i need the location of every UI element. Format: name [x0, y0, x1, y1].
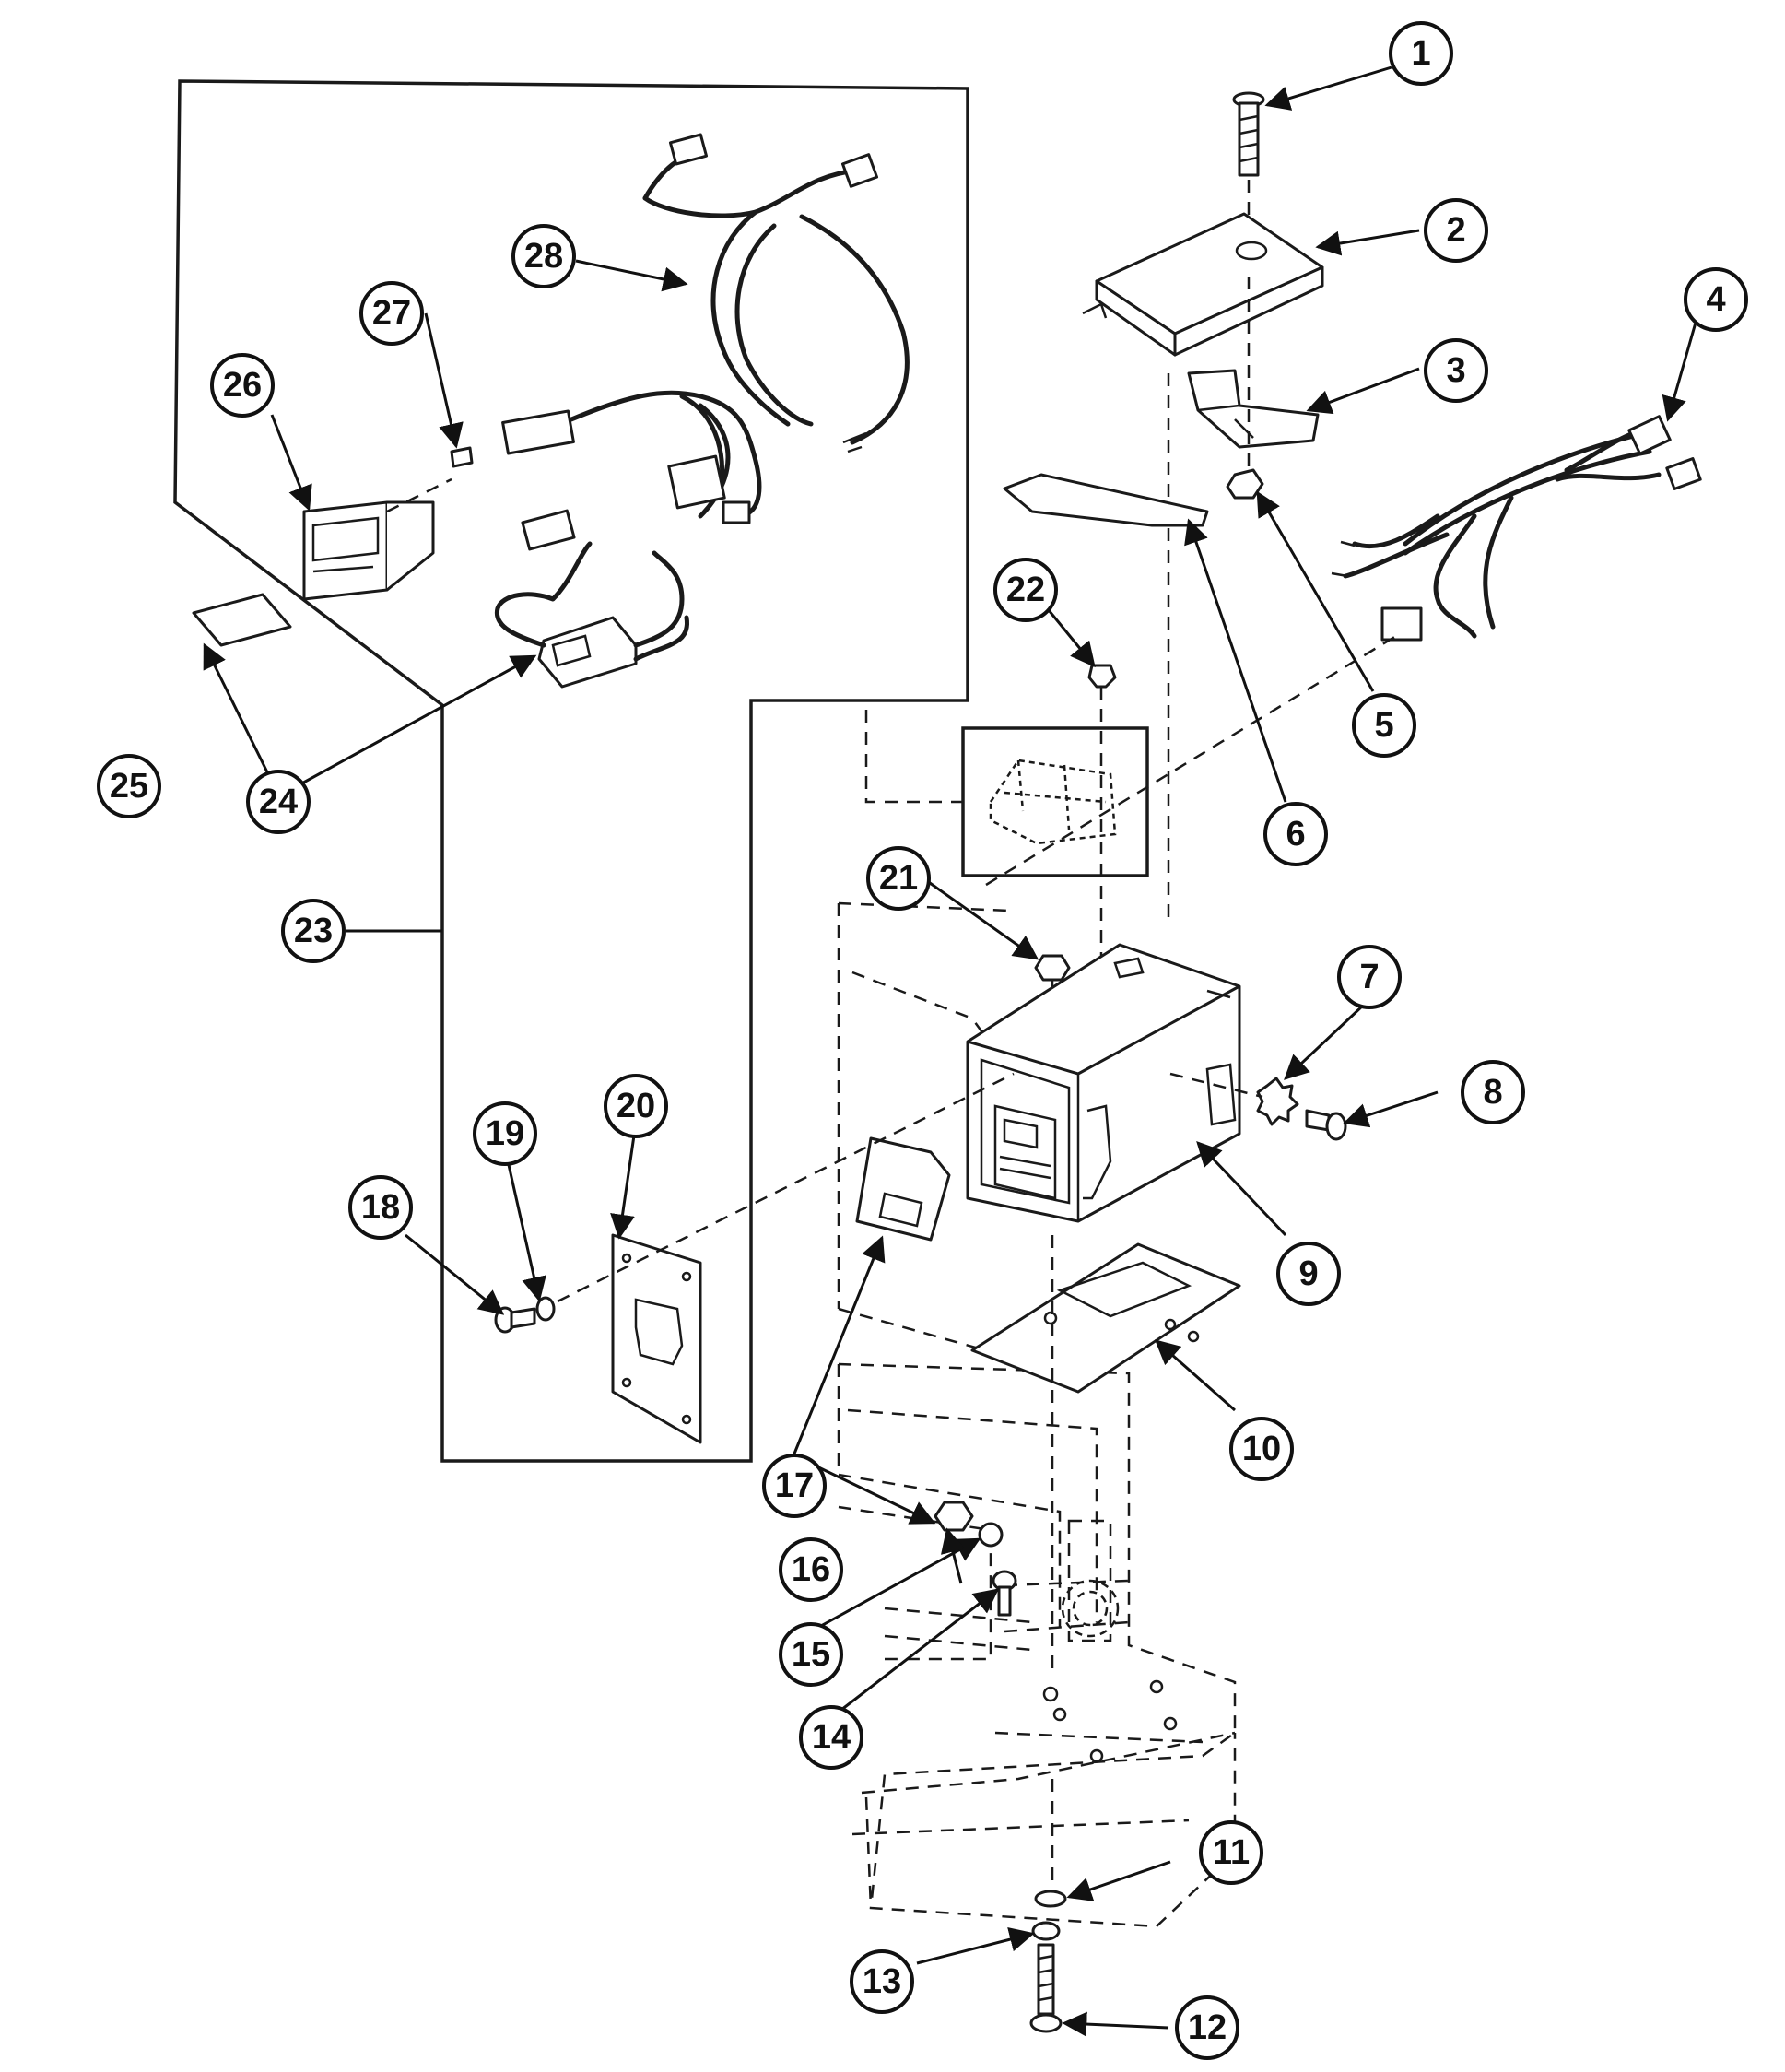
callout-8: 8: [1461, 1060, 1525, 1124]
callout-17: 17: [762, 1454, 827, 1518]
washer-part-19: [535, 1296, 556, 1322]
coin-box-part-9: [966, 943, 1241, 1223]
callout-17-label: 17: [775, 1466, 814, 1505]
callout-16: 16: [779, 1537, 843, 1602]
screw-part-18: [494, 1306, 536, 1334]
callout-18-label: 18: [361, 1188, 400, 1227]
callout-19-label: 19: [486, 1114, 524, 1153]
washer-part-13: [1031, 1921, 1061, 1941]
kit-group-frame: [173, 79, 969, 1463]
assembly-line-18: [557, 1072, 1015, 1303]
dashed-enclosure-outline: [837, 901, 1051, 1371]
callout-14-label: 14: [812, 1718, 851, 1757]
callout-2-label: 2: [1446, 211, 1465, 250]
callout-23-label: 23: [294, 912, 333, 950]
nut-part-16: [934, 1501, 974, 1532]
callout-25-label: 25: [110, 767, 148, 806]
callout-9-label: 9: [1298, 1254, 1318, 1293]
callout-13: 13: [850, 1949, 914, 2014]
callout-6: 6: [1263, 802, 1328, 866]
callout-28-label: 28: [524, 237, 563, 276]
nut-part-5: [1226, 468, 1264, 500]
callout-10-label: 10: [1242, 1430, 1281, 1468]
callout-24: 24: [246, 770, 311, 834]
callout-11: 11: [1199, 1820, 1263, 1885]
callout-18: 18: [348, 1175, 413, 1240]
bracket-part-3: [1187, 369, 1320, 449]
callout-16-label: 16: [792, 1550, 830, 1589]
wire-harness-part-4: [1331, 415, 1702, 642]
callout-25: 25: [97, 754, 161, 818]
callout-23: 23: [281, 899, 346, 963]
label-part-17: [855, 1136, 951, 1242]
callout-27: 27: [359, 281, 424, 346]
callout-4: 4: [1684, 267, 1748, 332]
shield-part-6: [1003, 473, 1209, 527]
callout-24-label: 24: [259, 783, 298, 821]
nut-part-21: [1034, 954, 1071, 982]
assembly-line-7: [1169, 1072, 1263, 1099]
washer-part-15: [978, 1522, 1004, 1548]
callout-3: 3: [1424, 338, 1488, 403]
callout-15: 15: [779, 1622, 843, 1687]
callout-22: 22: [993, 558, 1058, 622]
machine-frame-outline: [837, 1362, 1237, 1928]
screw-part-14: [992, 1570, 1017, 1617]
wire-harness-part-28: [501, 133, 910, 524]
assembly-line-harness: [985, 634, 1397, 887]
callout-20: 20: [604, 1074, 668, 1138]
callout-7: 7: [1337, 945, 1402, 1009]
inset-detail: [864, 710, 1149, 877]
callout-15-label: 15: [792, 1635, 830, 1674]
callout-27-label: 27: [372, 294, 411, 333]
bolt-part-12: [1029, 1943, 1063, 2033]
control-module-part-24: [494, 509, 689, 689]
screw-part-27: [450, 446, 474, 468]
callout-21: 21: [866, 846, 931, 911]
screw-part-1: [1232, 91, 1265, 177]
callout-8-label: 8: [1483, 1073, 1502, 1112]
callout-6-label: 6: [1286, 815, 1305, 854]
callout-4-label: 4: [1706, 280, 1725, 319]
callout-1-label: 1: [1411, 34, 1430, 73]
callout-26-label: 26: [223, 366, 262, 405]
callout-1: 1: [1389, 21, 1453, 86]
callout-10: 10: [1229, 1417, 1294, 1481]
callout-22-label: 22: [1006, 571, 1045, 609]
callout-28: 28: [511, 224, 576, 288]
callout-20-label: 20: [617, 1087, 655, 1125]
callout-7-label: 7: [1359, 958, 1379, 996]
callout-2: 2: [1424, 198, 1488, 263]
callout-19: 19: [473, 1101, 537, 1166]
counter-display-part-26: [302, 500, 435, 601]
screw-part-8: [1305, 1109, 1347, 1141]
leader-lines: [203, 65, 1697, 2037]
cover-plate-part-2: [1082, 212, 1324, 357]
callout-12: 12: [1175, 1995, 1239, 2060]
callout-13-label: 13: [863, 1962, 901, 2001]
callout-21-label: 21: [879, 859, 918, 898]
mounting-plate-part-20: [611, 1233, 702, 1444]
callout-5-label: 5: [1374, 706, 1393, 745]
screw-part-22: [1087, 664, 1117, 689]
callout-5: 5: [1352, 693, 1416, 758]
callout-14: 14: [799, 1705, 863, 1770]
callout-26: 26: [210, 353, 275, 418]
washer-part-11: [1034, 1890, 1067, 1908]
base-plate-part-10: [970, 1242, 1241, 1394]
callout-9: 9: [1276, 1242, 1341, 1306]
callout-11-label: 11: [1213, 1833, 1250, 1872]
callout-3-label: 3: [1446, 351, 1465, 390]
star-washer-part-7: [1256, 1077, 1299, 1126]
assembly-line-26: [386, 477, 452, 513]
card-part-25: [192, 593, 292, 647]
callout-12-label: 12: [1188, 2008, 1227, 2047]
